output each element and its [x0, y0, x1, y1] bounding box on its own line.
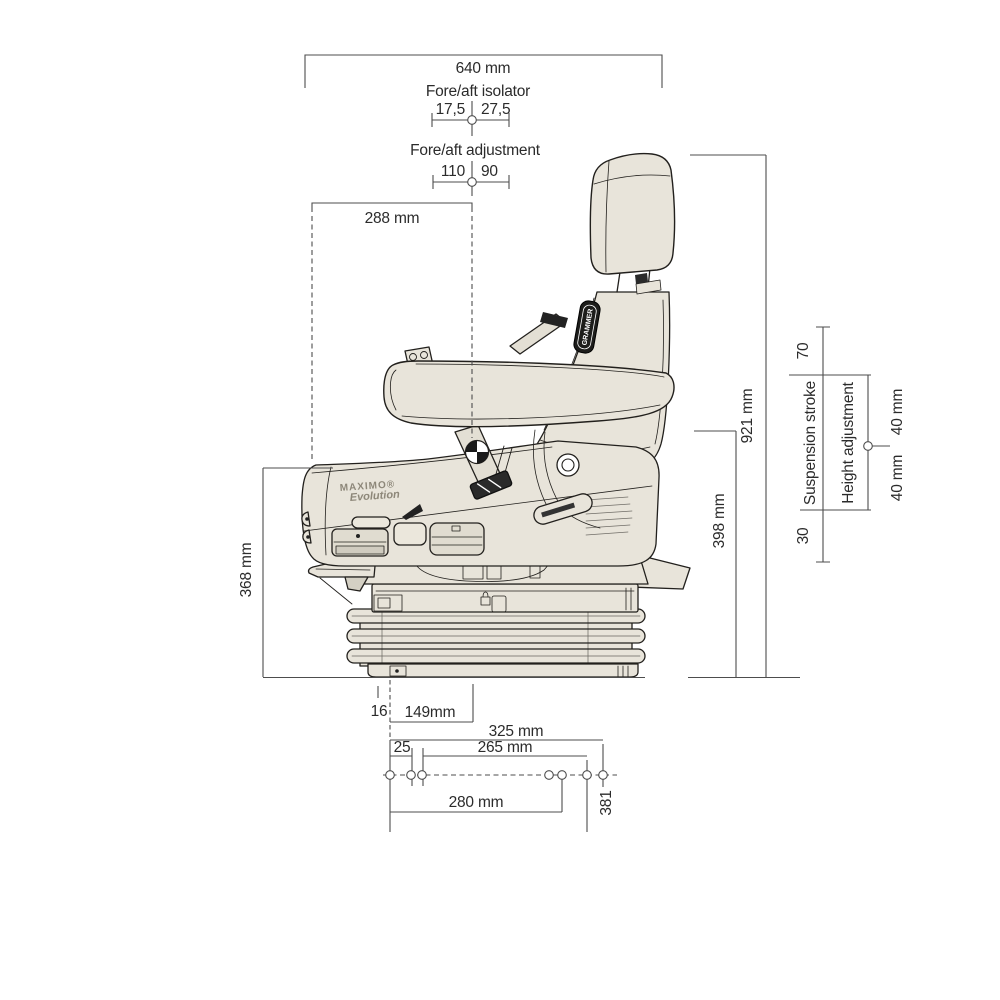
label-325: 325 mm [489, 723, 544, 740]
label-adjustment: Fore/aft adjustment [410, 142, 541, 159]
label-40-up: 40 mm [889, 389, 906, 435]
label-921: 921 mm [739, 389, 756, 444]
dim-suspension [789, 326, 890, 563]
dim-adjustment [432, 161, 510, 196]
label-isolator-right: 27,5 [481, 101, 510, 118]
brand-badge: GRAMMER [573, 300, 601, 354]
label-288: 288 mm [365, 210, 420, 227]
dim-isolator [431, 101, 510, 136]
label-16: 16 [371, 703, 388, 720]
label-265: 265 mm [478, 739, 533, 756]
base-plate [367, 663, 639, 678]
label-height-adjustment: Height adjustment [840, 381, 857, 503]
dim-bottom [377, 680, 617, 832]
dim-368 [262, 467, 333, 677]
suspension-bellows [346, 608, 646, 667]
dimension-labels: 640 mm Fore/aft isolator 17,5 27,5 Fore/… [238, 60, 906, 816]
seat-cushion [301, 429, 660, 567]
label-isolator: Fore/aft isolator [426, 83, 530, 100]
label-suspension-stroke: Suspension stroke [802, 381, 819, 505]
isolator-lever [307, 562, 376, 605]
label-398: 398 mm [711, 494, 728, 549]
label-isolator-left: 17,5 [436, 101, 465, 118]
dim-398 [694, 430, 737, 677]
label-640: 640 mm [456, 60, 511, 77]
label-368: 368 mm [238, 543, 255, 598]
label-280: 280 mm [449, 794, 504, 811]
headrest [589, 152, 676, 275]
label-40-down: 40 mm [889, 455, 906, 501]
label-149: 149mm [405, 704, 456, 721]
dimension-lines [262, 54, 890, 832]
belt-buckle [469, 470, 513, 500]
seat-illustration: GRAMMER [301, 152, 691, 678]
label-25: 25 [394, 739, 411, 756]
suspension-box [371, 583, 639, 613]
belt-guide [540, 312, 568, 328]
headrest-mount [616, 267, 662, 295]
dim-288 [311, 202, 473, 462]
dim-921 [690, 154, 767, 677]
series-text: Evolution [349, 489, 400, 504]
label-stroke-70: 70 [795, 342, 812, 359]
label-adjustment-right: 90 [481, 163, 498, 180]
sip-marker [464, 439, 490, 465]
label-stroke-30: 30 [795, 527, 812, 544]
label-381: 381 [598, 790, 615, 815]
label-adjustment-left: 110 [441, 163, 466, 180]
armrest [383, 346, 675, 428]
model-text: MAXIMO® [339, 479, 395, 494]
dim-640-bracket [304, 54, 663, 88]
